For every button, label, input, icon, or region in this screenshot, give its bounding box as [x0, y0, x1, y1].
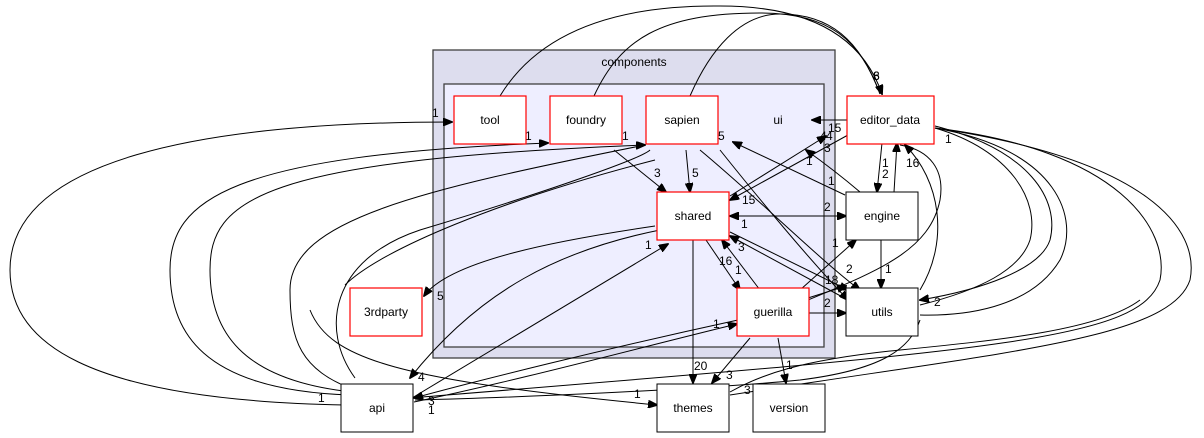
svg-text:guerilla: guerilla [754, 305, 793, 319]
edge-label: 1 [828, 174, 835, 188]
node-guerilla[interactable]: guerilla [736, 287, 810, 337]
edge-foundry-editor_data [593, 12, 881, 97]
edge-sapien-editor_data [689, 13, 881, 97]
edge-label: 1 [645, 238, 652, 252]
edge-label: 1 [634, 387, 641, 401]
edge-label: 5 [437, 289, 444, 303]
edge-api-themes [309, 309, 657, 405]
edge-labels: 1 1 1 3 5 5 8 6 15 4 4 3 1 15 2 1 16 1 2… [318, 69, 952, 417]
edge-tool-editor_data [499, 5, 882, 97]
edge-label: 3 [726, 368, 733, 382]
edge-label: 8 [873, 69, 880, 83]
edge-api-tool [9, 122, 452, 406]
svg-text:themes: themes [673, 401, 712, 415]
edge-label: 4 [826, 129, 833, 143]
edge-label: 1 [525, 129, 532, 143]
edge-label: 2 [934, 295, 941, 309]
svg-text:shared: shared [675, 209, 712, 223]
edge-label: 18 [825, 273, 839, 287]
edge-label: 15 [828, 121, 842, 135]
edge-label: 2 [846, 262, 853, 276]
edge-label: 1 [735, 263, 742, 277]
edge-label: 5 [692, 166, 699, 180]
node-foundry[interactable]: foundry [549, 95, 623, 145]
edge-label: 1 [786, 358, 793, 372]
node-tool[interactable]: tool [453, 95, 527, 145]
edge-label: 3 [824, 141, 831, 155]
svg-text:foundry: foundry [566, 113, 606, 127]
node-sapien[interactable]: sapien [645, 95, 719, 145]
edge-label: 1 [622, 129, 629, 143]
svg-text:sapien: sapien [664, 113, 699, 127]
node-version[interactable]: version [752, 383, 826, 433]
svg-text:api: api [369, 401, 385, 415]
edge-label: 3 [744, 383, 751, 397]
node-engine[interactable]: engine [845, 191, 919, 241]
edge-label: 16 [719, 254, 733, 268]
node-3rdparty[interactable]: 3rdparty [349, 287, 423, 337]
edge-label: 20 [694, 359, 708, 373]
svg-text:version: version [770, 401, 809, 415]
edge-label: 2 [882, 167, 889, 181]
edge-label: 1 [432, 106, 439, 120]
cluster-ui-label: ui [773, 113, 782, 127]
svg-text:3rdparty: 3rdparty [364, 305, 408, 319]
edge-label: 15 [742, 193, 756, 207]
edge-label: 16 [906, 156, 920, 170]
edge-shared-3rdparty [424, 225, 656, 296]
edge-label: 3 [738, 240, 745, 254]
edge-label: 1 [882, 156, 889, 170]
edge-label: 1 [806, 154, 813, 168]
edge-label: 4 [820, 129, 827, 143]
node-api[interactable]: api [340, 383, 414, 433]
edge-label: 1 [832, 236, 839, 250]
edges [9, 5, 1192, 406]
svg-text:editor_data: editor_data [860, 113, 920, 127]
svg-text:tool: tool [480, 113, 499, 127]
node-shared[interactable]: shared [656, 191, 730, 241]
edge-label: 4 [418, 370, 425, 384]
edge-label: 1 [945, 132, 952, 146]
edge-label: 2 [824, 296, 831, 310]
node-themes[interactable]: themes [656, 383, 730, 433]
edge-label: 2 [824, 200, 831, 214]
edge-label: 3 [654, 166, 661, 180]
node-utils[interactable]: utils [845, 287, 919, 337]
edge-label: 3 [428, 394, 435, 408]
edge-label: 1 [885, 262, 892, 276]
node-editor_data[interactable]: editor_data [846, 95, 935, 145]
edge-label: 1 [741, 217, 748, 231]
svg-text:engine: engine [864, 209, 900, 223]
edge-label: 6 [873, 69, 880, 83]
edge-label: 5 [718, 129, 725, 143]
edge-label: 1 [428, 403, 435, 417]
svg-text:utils: utils [871, 305, 892, 319]
edge-label: 1 [713, 317, 720, 331]
edge-label: 1 [318, 391, 325, 405]
